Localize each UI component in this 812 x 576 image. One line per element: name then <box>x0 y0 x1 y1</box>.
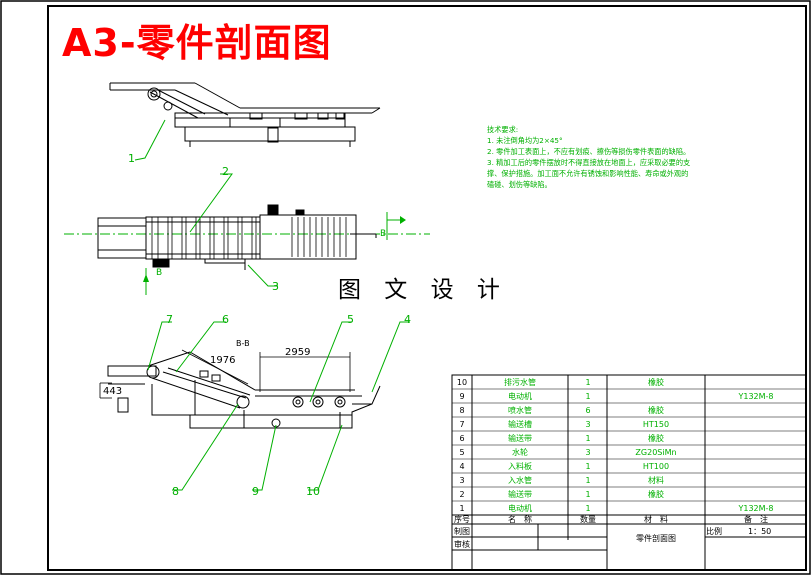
section-labels: B B B-B <box>156 229 386 348</box>
bom-cell-name: 喷水管 <box>508 405 532 415</box>
header-no: 序号 <box>454 514 470 524</box>
bom-cell-qty: 3 <box>585 448 590 457</box>
tech-line-3: 3. 精加工后的零件摆放时不得直接放在地面上，应采取必要的支 <box>487 158 691 167</box>
tech-line-4: 撑、保护措施。加工面不允许有锈蚀和影响性能、寿命或外观的 <box>487 169 689 178</box>
bom-header: 序号 名 称 数量 材 料 备 注 <box>454 514 768 524</box>
bom-cell-material: 橡胶 <box>648 433 664 443</box>
section-view <box>107 351 381 429</box>
bom-cell-name: 入料板 <box>508 461 532 471</box>
bom-cell-material: 材料 <box>648 475 664 485</box>
bom-cell-no: 4 <box>459 462 464 471</box>
technical-requirements: 技术要求: 1. 未注倒角均为2×45° 2. 零件加工表面上，不应有划痕、擦伤… <box>487 124 690 190</box>
header-name: 名 称 <box>508 514 532 524</box>
tech-line-1: 1. 未注倒角均为2×45° <box>487 136 563 145</box>
bom-cell-name: 水轮 <box>512 447 528 457</box>
inner-frame <box>47 5 807 571</box>
bom-cell-no: 2 <box>459 490 464 499</box>
bom-cell-name: 输送带 <box>508 489 532 499</box>
bom-cell-qty: 1 <box>585 504 590 513</box>
bom-cell-name: 入水管 <box>508 475 532 485</box>
dimension-lines <box>99 349 351 399</box>
bom-cell-no: 5 <box>459 448 464 457</box>
bom-cell-qty: 3 <box>585 420 590 429</box>
bom-cell-material: HT150 <box>643 420 669 429</box>
callouts: 1 2 3 4 5 6 7 8 9 10 <box>128 152 411 498</box>
header-qty: 数量 <box>580 514 596 524</box>
bom-cell-name: 排污水管 <box>504 377 536 387</box>
section-title-bb: B-B <box>236 339 250 348</box>
callout-1: 1 <box>128 152 135 165</box>
bom-cell-material: 橡胶 <box>648 405 664 415</box>
top-elevation-view <box>109 82 381 147</box>
bom-cell-no: 8 <box>459 406 464 415</box>
leader-lines <box>134 119 410 491</box>
bom-cell-no: 1 <box>459 504 464 513</box>
tech-heading: 技术要求: <box>487 125 519 134</box>
bom-cell-material: ZG20SiMn <box>635 448 676 457</box>
dim-1976: 1976 <box>210 355 235 366</box>
watermark-text: 图 文 设 计 <box>338 277 508 303</box>
bom-cell-qty: 1 <box>585 462 590 471</box>
callout-9: 9 <box>252 485 259 498</box>
bom-cell-qty: 1 <box>585 476 590 485</box>
bom-table <box>451 374 807 571</box>
callout-4: 4 <box>404 313 411 326</box>
bom-cell-name: 输送带 <box>508 433 532 443</box>
bom-cell-material: HT100 <box>643 462 669 471</box>
bom-cell-name: 输送槽 <box>508 419 532 429</box>
callout-2: 2 <box>222 165 229 178</box>
callout-6: 6 <box>222 313 229 326</box>
bom-cell-qty: 1 <box>585 490 590 499</box>
drawn-by-label: 制图 <box>454 526 470 536</box>
bom-cell-no: 3 <box>459 476 464 485</box>
bom-cell-note: Y132M-8 <box>737 504 773 513</box>
header-note: 备 注 <box>744 514 768 524</box>
bom-cell-no: 6 <box>459 434 464 443</box>
bom-cell-qty: 1 <box>585 392 590 401</box>
checked-by-label: 审核 <box>454 539 470 549</box>
bom-cell-no: 10 <box>457 378 467 387</box>
plan-view <box>64 204 430 295</box>
dimension-texts: 1976 2959 443 <box>103 347 310 397</box>
scale-value: 1：50 <box>748 527 771 536</box>
dim-2959: 2959 <box>285 347 310 358</box>
callout-3: 3 <box>272 280 279 293</box>
drawing-name: 零件剖面图 <box>636 533 676 543</box>
callout-10: 10 <box>306 485 320 498</box>
callout-7: 7 <box>166 313 173 326</box>
scale-label: 比例 <box>706 526 722 536</box>
section-mark-b-right: B <box>380 229 386 239</box>
callout-8: 8 <box>172 485 179 498</box>
header-material: 材 料 <box>644 514 668 524</box>
bom-cell-no: 9 <box>459 392 464 401</box>
tech-line-5: 磕碰、划伤等缺陷。 <box>487 180 552 189</box>
dim-443: 443 <box>103 386 122 397</box>
title-block: 制图 审核 零件剖面图 比例 1：50 <box>454 526 771 549</box>
bom-cell-no: 7 <box>459 420 464 429</box>
bom-cell-qty: 6 <box>585 406 590 415</box>
section-mark-b-left: B <box>156 268 162 278</box>
bom-cell-name: 电动机 <box>508 391 532 401</box>
bom-cell-material: 橡胶 <box>648 489 664 499</box>
bom-cell-name: 电动机 <box>508 503 532 513</box>
bom-cell-note: Y132M-8 <box>737 392 773 401</box>
callout-5: 5 <box>347 313 354 326</box>
tech-line-2: 2. 零件加工表面上，不应有划痕、擦伤等损伤零件表面的缺陷。 <box>487 147 691 156</box>
drawing-title: A3-零件剖面图 <box>62 21 332 65</box>
bom-cell-material: 橡胶 <box>648 377 664 387</box>
bom-cell-qty: 1 <box>585 434 590 443</box>
bom-cell-qty: 1 <box>585 378 590 387</box>
